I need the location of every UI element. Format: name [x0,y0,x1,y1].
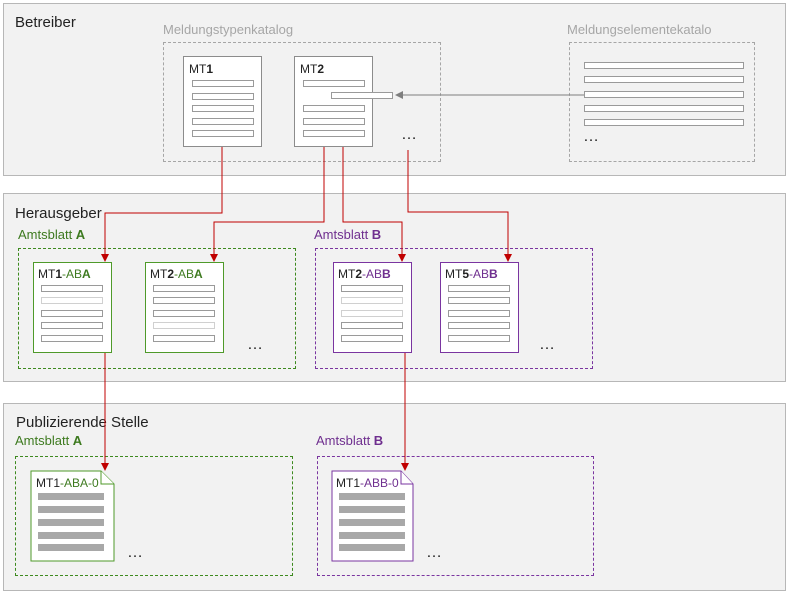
arrow-mt2-to-mt2-aba [214,147,324,261]
arrow-mt1-to-mt1-aba [105,147,222,261]
arrow-more-to-mt5-abb [408,150,508,261]
arrow-mt2-to-mt2-abb [343,147,402,261]
